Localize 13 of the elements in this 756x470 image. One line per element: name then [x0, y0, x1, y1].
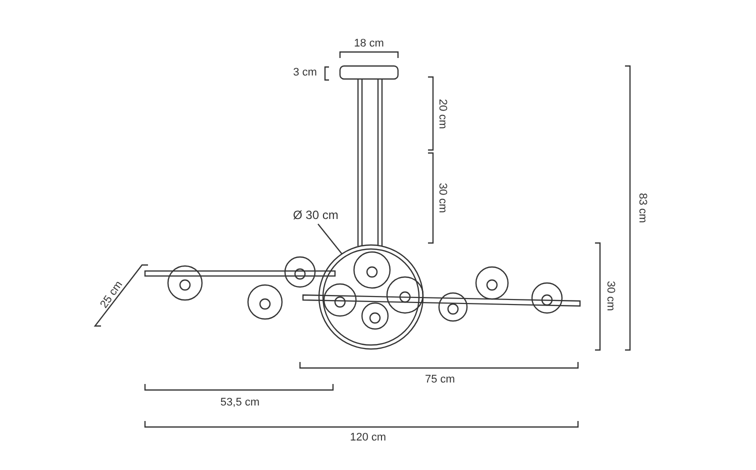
leader-line [318, 224, 342, 254]
dimension-label: 75 cm [425, 374, 455, 386]
ring-frame [318, 244, 424, 350]
dimension-label: 3 cm [293, 66, 317, 80]
dimension-label: 25 cm [98, 279, 126, 311]
dimension-label: 20 cm [436, 99, 448, 129]
dimension-label: 83 cm [636, 193, 648, 223]
dimension-label: 30 cm [604, 281, 616, 311]
dimension-label: 18 cm [354, 38, 384, 50]
dimension-label: 53,5 cm [220, 396, 260, 410]
dimension-label: 30 cm [436, 183, 448, 213]
dimension-label: 120 cm [350, 432, 386, 444]
diameter-label: Ø 30 cm [293, 209, 338, 222]
